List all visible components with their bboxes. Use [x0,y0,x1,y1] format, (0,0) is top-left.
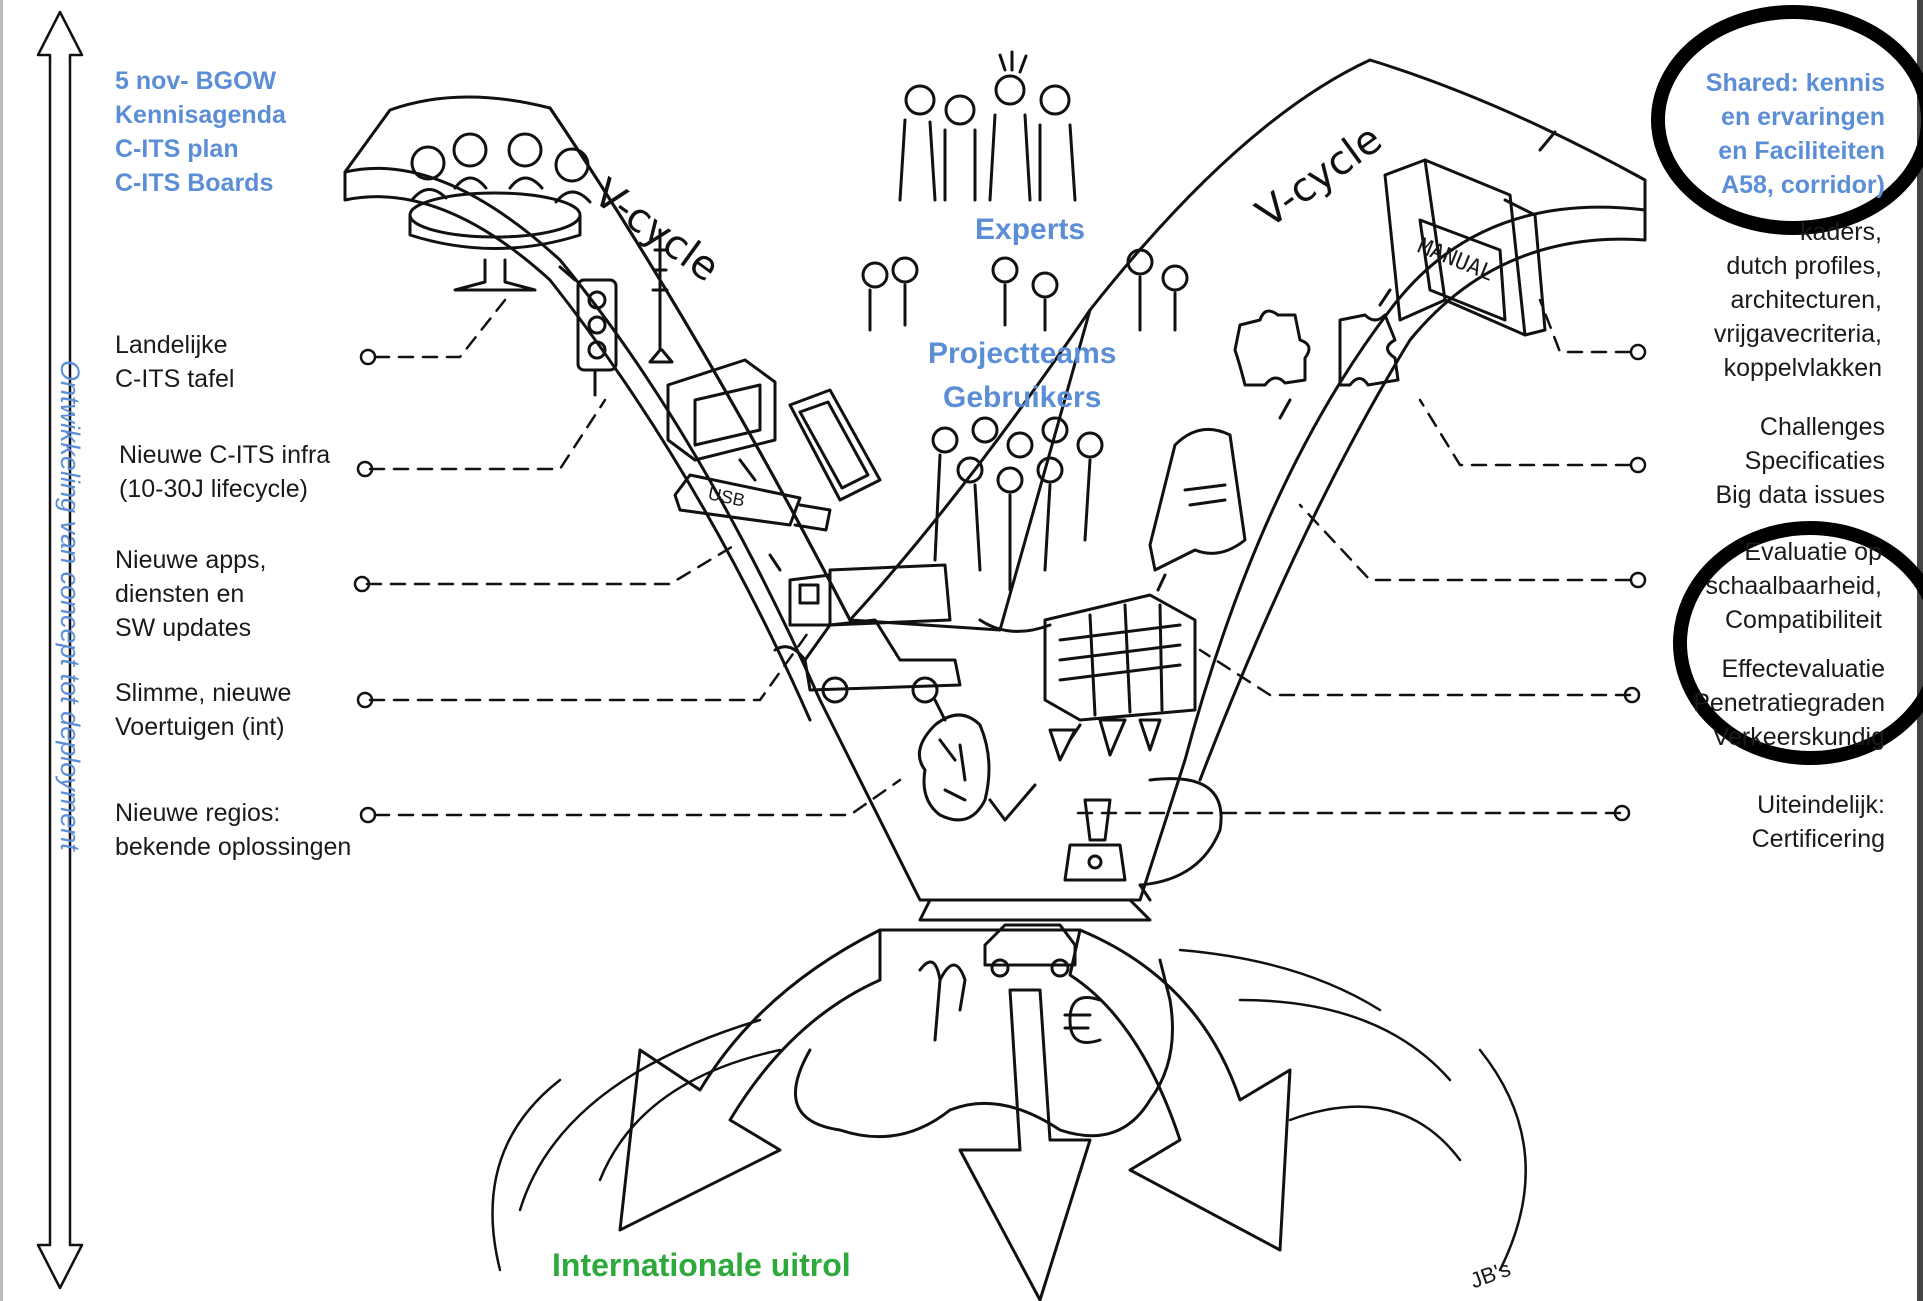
left-item-1-line-2: C-ITS tafel [115,362,234,396]
right-item-3-line-2: schaalbaarheid, [1640,569,1882,603]
shared-line-4: A58, corridor) [1670,168,1885,202]
right-item-2-line-3: Big data issues [1640,478,1885,512]
bottom-arrows [620,930,1290,1300]
left-item-1-line-1: Landelijke [115,328,234,362]
traffic-light-icon [578,280,616,395]
right-item-4-line-3: Verkeerskundig [1640,720,1885,754]
left-item-3-line-3: SW updates [115,611,266,645]
right-item-4-line-2: Penetratiegraden [1640,686,1885,720]
left-item-2-line-1: Nieuwe C-ITS infra [119,438,330,472]
agenda-line-1: 5 nov- BGOW [115,64,286,98]
projectteams-line-1: Projectteams [928,332,1116,376]
agenda-list: 5 nov- BGOW Kennisagenda C-ITS plan C-IT… [115,64,286,200]
left-item-1: Landelijke C-ITS tafel [115,328,234,396]
right-item-1-line-4: vrijgavecriteria, [1640,317,1882,351]
puzzle-pieces-icon [1235,311,1398,385]
right-item-2: Challenges Specificaties Big data issues [1640,410,1885,512]
left-item-5-line-2: bekende oplossingen [115,830,351,864]
vehicles-icon [775,565,960,702]
international-rollout-label: Internationale uitrol [552,1248,851,1282]
document-icon [1150,429,1245,570]
projectteams-label: Projectteams Gebruikers [928,332,1116,420]
roadside-unit-icon [668,360,775,460]
left-item-2: Nieuwe C-ITS infra (10-30J lifecycle) [119,438,330,506]
right-item-1-line-2: dutch profiles, [1640,249,1882,283]
right-item-1-line-3: architecturen, [1640,283,1882,317]
vertical-axis-label: Ontwikkeling van concept tot deployment [54,360,85,980]
right-item-5-line-1: Uiteindelijk: [1640,788,1885,822]
left-item-4-line-1: Slimme, nieuwe [115,676,291,710]
right-item-2-line-2: Specificaties [1640,444,1885,478]
agenda-line-2: Kennisagenda [115,98,286,132]
projectteams-line-2: Gebruikers [928,376,1116,420]
experts-crowd-icon [900,52,1075,200]
shared-line-3: en Faciliteiten [1670,134,1885,168]
right-item-2-line-1: Challenges [1640,410,1885,444]
left-item-4-line-2: Voertuigen (int) [115,710,291,744]
left-connectors [367,300,900,815]
agenda-line-3: C-ITS plan [115,132,286,166]
experts-label: Experts [975,213,1085,247]
v-shape [345,60,1645,920]
usb-stick-icon [675,475,830,530]
left-item-5: Nieuwe regios: bekende oplossingen [115,796,351,864]
left-connector-dots [355,350,375,822]
usb-label: USB [705,477,748,518]
left-item-4: Slimme, nieuwe Voertuigen (int) [115,676,291,744]
shared-line-1: Shared: kennis [1670,66,1885,100]
shared-facilities: Shared: kennis en ervaringen en Facilite… [1670,66,1885,202]
right-item-3-line-3: Compatibiliteit [1640,603,1882,637]
checkmark-icon [990,785,1035,820]
eta-symbol-icon [920,962,965,1040]
smartphone-icon [790,390,880,500]
dashboard-screen-icon [1045,595,1195,760]
left-item-5-line-1: Nieuwe regios: [115,796,351,830]
car-hashtag-icon [985,925,1075,976]
netherlands-map-icon [919,715,989,820]
right-item-1: kaders, dutch profiles, architecturen, v… [1640,215,1882,385]
left-item-3: Nieuwe apps, diensten en SW updates [115,543,266,645]
right-item-5: Uiteindelijk: Certificering [1640,788,1885,856]
right-item-3: Evaluatie op schaalbaarheid, Compatibili… [1640,535,1882,637]
right-item-5-line-2: Certificering [1640,822,1885,856]
right-item-1-line-1: kaders, [1640,215,1882,249]
shared-line-2: en ervaringen [1670,100,1885,134]
projectteams-crowd-icon [863,250,1187,330]
right-item-3-line-1: Evaluatie op [1640,535,1882,569]
right-item-1-line-5: koppelvlakken [1640,351,1882,385]
left-item-3-line-2: diensten en [115,577,266,611]
right-item-4: Effectevaluatie Penetratiegraden Verkeer… [1640,652,1885,754]
right-item-4-line-1: Effectevaluatie [1640,652,1885,686]
euro-symbol-icon [1065,998,1100,1043]
left-item-2-line-2: (10-30J lifecycle) [119,472,330,506]
left-item-3-line-1: Nieuwe apps, [115,543,266,577]
agenda-line-4: C-ITS Boards [115,166,286,200]
